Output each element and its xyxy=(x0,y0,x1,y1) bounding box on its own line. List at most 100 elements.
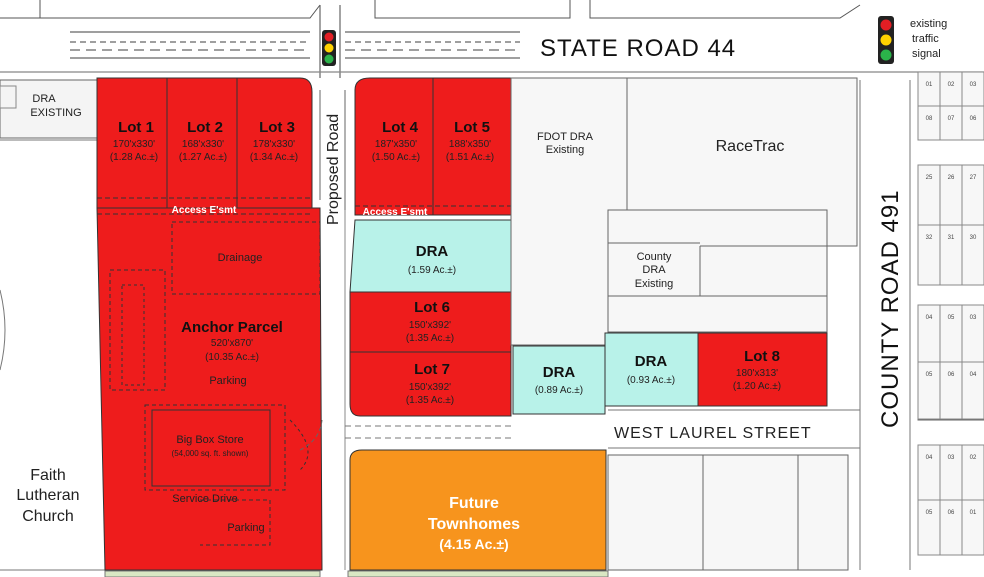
parking-label-2: Parking xyxy=(227,522,264,534)
townhomes-area: (4.15 Ac.±) xyxy=(439,536,508,552)
legend-line-1: existing xyxy=(910,18,947,30)
subdivision-lot-number: 05 xyxy=(926,372,933,378)
big-box-label: Big Box Store xyxy=(176,434,243,446)
subdivision-lot-number: 26 xyxy=(948,175,955,181)
proposed-road xyxy=(299,90,346,570)
subdivision-lot xyxy=(961,105,984,141)
subdivision-lot-number: 03 xyxy=(970,315,977,321)
townhomes-name-2: Townhomes xyxy=(428,516,520,533)
church-label-1: Faith xyxy=(30,467,66,484)
subdivision-lot-number: 25 xyxy=(926,175,933,181)
anchor-parcel-name: Anchor Parcel xyxy=(181,319,283,336)
lot7-dim: 150'x392' xyxy=(409,382,451,393)
subdivision-lot-number: 04 xyxy=(970,372,977,378)
subdivision-lot-number: 07 xyxy=(948,116,955,122)
subdivision-lot-number: 04 xyxy=(926,455,933,461)
drainage-label: Drainage xyxy=(218,252,263,264)
lot3-dim: 178'x330' xyxy=(253,139,295,150)
church-label-3: Church xyxy=(22,508,74,525)
dra-existing-label-1: DRA xyxy=(32,93,56,105)
traffic-signal-icon xyxy=(322,30,336,66)
access-easement-label-2: Access E'smt xyxy=(363,207,428,218)
lot3-name: Lot 3 xyxy=(259,119,295,136)
lot4-dim: 187'x350' xyxy=(375,139,417,150)
church-label-2: Lutheran xyxy=(16,487,79,504)
dra2-area: (0.89 Ac.±) xyxy=(535,385,583,396)
lot8-dim: 180'x313' xyxy=(736,368,778,379)
county-dra-parcel xyxy=(607,209,828,333)
fdot-label-2: Existing xyxy=(546,144,585,156)
service-drive-label: Service Drive xyxy=(172,493,237,505)
subdivision-lot-number: 03 xyxy=(970,82,977,88)
lot4-name: Lot 4 xyxy=(382,119,418,136)
subdivision-lot-number: 01 xyxy=(926,82,933,88)
lot8-name: Lot 8 xyxy=(744,348,780,365)
subdivision-lot-number: 06 xyxy=(948,372,955,378)
top-parcels xyxy=(0,0,861,19)
lots-6-7 xyxy=(349,291,512,417)
dra1-name: DRA xyxy=(416,243,449,260)
county-road-lines xyxy=(859,80,911,570)
subdivision-lot-number: 32 xyxy=(926,235,933,241)
lots-1-3 xyxy=(96,77,313,215)
lot1-dim: 170'x330' xyxy=(113,139,155,150)
subdivision-lot xyxy=(961,224,984,286)
legend-signal-icon xyxy=(878,16,894,64)
dra-pond-3 xyxy=(604,332,699,407)
subdivision-lot-number: 02 xyxy=(970,455,977,461)
lot2-area: (1.27 Ac.±) xyxy=(179,152,227,163)
lot7-name: Lot 7 xyxy=(414,361,450,378)
lot2-dim: 168'x330' xyxy=(182,139,224,150)
subdivision-lot-number: 30 xyxy=(970,235,977,241)
legend-line-2: traffic xyxy=(912,33,939,45)
lot2-name: Lot 2 xyxy=(187,119,223,136)
lot6-name: Lot 6 xyxy=(414,299,450,316)
dra2-name: DRA xyxy=(543,364,576,381)
big-box-sqft: (54,000 sq. ft. shown) xyxy=(172,449,249,458)
dra3-name: DRA xyxy=(635,353,668,370)
subdivision-lot-number: 06 xyxy=(948,510,955,516)
legend: existing traffic signal xyxy=(878,16,947,64)
west-laurel-label: WEST LAUREL STREET xyxy=(614,425,812,442)
lot8-area: (1.20 Ac.±) xyxy=(733,381,781,392)
county-dra-label-3: Existing xyxy=(635,278,674,290)
south-parcels xyxy=(607,454,849,571)
anchor-parcel-area: (10.35 Ac.±) xyxy=(205,352,259,363)
west-laurel-street xyxy=(345,409,860,449)
lot5-dim: 188'x350' xyxy=(449,139,491,150)
lot4-area: (1.50 Ac.±) xyxy=(372,152,420,163)
subdivision-lot xyxy=(961,499,984,556)
dra-pond-2 xyxy=(512,345,606,415)
lot8-parcel xyxy=(697,332,828,407)
subdivision-lot-number: 01 xyxy=(970,510,977,516)
subdivision-lot xyxy=(961,361,984,420)
lot5-area: (1.51 Ac.±) xyxy=(446,152,494,163)
county-dra-label-1: County xyxy=(637,251,672,263)
anchor-parcel xyxy=(96,207,323,571)
subdivision-lot-number: 31 xyxy=(948,235,955,241)
state-road-label: STATE ROAD 44 xyxy=(540,35,736,62)
proposed-road-label: Proposed Road xyxy=(325,114,342,225)
dra-existing-label-2: EXISTING xyxy=(30,107,81,119)
access-easement-label-1: Access E'smt xyxy=(172,205,237,216)
lot6-area: (1.35 Ac.±) xyxy=(406,333,454,344)
subdivision-lot-number: 02 xyxy=(948,82,955,88)
bottom-strip xyxy=(104,570,609,577)
subdivision-lot-number: 05 xyxy=(948,315,955,321)
lots-4-5 xyxy=(354,77,512,216)
parking-label-1: Parking xyxy=(209,375,246,387)
anchor-parcel-dim: 520'x870' xyxy=(211,338,253,349)
lot1-name: Lot 1 xyxy=(118,119,154,136)
subdivision-lot-number: 05 xyxy=(926,510,933,516)
lot3-area: (1.34 Ac.±) xyxy=(250,152,298,163)
subdivision-lot-number: 03 xyxy=(948,455,955,461)
fdot-label-1: FDOT DRA xyxy=(537,131,594,143)
lot5-name: Lot 5 xyxy=(454,119,490,136)
racetrac-label: RaceTrac xyxy=(716,138,785,155)
lot6-dim: 150'x392' xyxy=(409,320,451,331)
subdivision-lot-number: 04 xyxy=(926,315,933,321)
subdivision-lot-number: 27 xyxy=(970,175,977,181)
county-dra-label-2: DRA xyxy=(642,264,666,276)
